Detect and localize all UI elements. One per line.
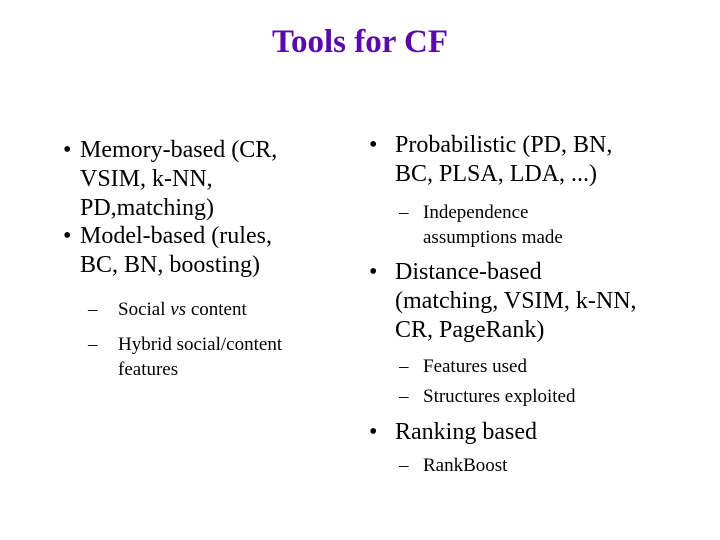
subbullet-text: Social vs content bbox=[118, 297, 247, 322]
text-segment: content bbox=[186, 299, 247, 320]
bullet-text: Ranking based bbox=[395, 418, 537, 447]
text-line: Distance-based bbox=[395, 259, 542, 285]
subbullet-text: Independence assumptions made bbox=[423, 200, 563, 250]
bullet-text: Model-based (rules, BC, BN, boosting) bbox=[80, 222, 272, 280]
subbullet-text: Structures exploited bbox=[423, 384, 576, 409]
dash-marker: – bbox=[399, 386, 409, 407]
subbullet-structures-exploited: – Structures exploited bbox=[399, 384, 576, 409]
text-line: assumptions made bbox=[423, 227, 563, 248]
subbullet-features-used: – Features used bbox=[399, 354, 527, 379]
text-segment: Social bbox=[118, 299, 171, 320]
subbullet-text: Features used bbox=[423, 354, 527, 379]
bullet-marker: • bbox=[63, 223, 72, 249]
bullet-marker: • bbox=[63, 137, 72, 163]
text-line: VSIM, k-NN, bbox=[80, 166, 213, 192]
bullet-probabilistic: • Probabilistic (PD, BN, BC, PLSA, LDA, … bbox=[369, 131, 612, 189]
text-line: BC, PLSA, LDA, ...) bbox=[395, 161, 598, 187]
text-line: Model-based (rules, bbox=[80, 223, 272, 249]
bullet-distance-based: • Distance-based (matching, VSIM, k-NN, … bbox=[369, 258, 637, 345]
text-line: Features used bbox=[423, 356, 527, 377]
text-line: Hybrid social/content bbox=[118, 334, 283, 355]
bullet-ranking-based: • Ranking based bbox=[369, 418, 537, 447]
text-line: Social vs content bbox=[118, 297, 247, 322]
dash-marker: – bbox=[399, 455, 409, 476]
bullet-text: Distance-based (matching, VSIM, k-NN, CR… bbox=[395, 258, 637, 345]
slide-title: Tools for CF bbox=[271, 24, 449, 60]
text-line: Structures exploited bbox=[423, 386, 576, 407]
bullet-text: Memory-based (CR, VSIM, k-NN, PD,matchin… bbox=[80, 136, 277, 223]
bullet-marker: • bbox=[369, 259, 378, 285]
dash-marker: – bbox=[88, 334, 98, 355]
bullet-marker: • bbox=[369, 132, 378, 158]
subbullet-text: RankBoost bbox=[423, 453, 507, 478]
subbullet-hybrid-features: – Hybrid social/content features bbox=[88, 332, 282, 382]
text-line: (matching, VSIM, k-NN, bbox=[395, 288, 637, 314]
text-line: features bbox=[118, 359, 179, 380]
dash-marker: – bbox=[88, 299, 98, 320]
bullet-memory-based: • Memory-based (CR, VSIM, k-NN, PD,match… bbox=[63, 136, 277, 223]
bullet-marker: • bbox=[369, 419, 378, 445]
text-line: BC, BN, boosting) bbox=[80, 252, 261, 278]
dash-marker: – bbox=[399, 356, 409, 377]
text-segment-italic: vs bbox=[170, 299, 187, 320]
subbullet-independence: – Independence assumptions made bbox=[399, 200, 563, 250]
text-line: CR, PageRank) bbox=[395, 317, 545, 343]
text-line: Memory-based (CR, bbox=[80, 137, 278, 163]
subbullet-social-vs-content: – Social vs content bbox=[88, 297, 247, 322]
text-line: Probabilistic (PD, BN, bbox=[395, 132, 613, 158]
subbullet-rankboost: – RankBoost bbox=[399, 453, 507, 478]
bullet-text: Probabilistic (PD, BN, BC, PLSA, LDA, ..… bbox=[395, 131, 612, 189]
text-line: PD,matching) bbox=[80, 195, 214, 221]
subbullet-text: Hybrid social/content features bbox=[118, 332, 282, 382]
bullet-model-based: • Model-based (rules, BC, BN, boosting) bbox=[63, 222, 272, 280]
dash-marker: – bbox=[399, 202, 409, 223]
text-line: RankBoost bbox=[423, 455, 508, 476]
text-line: Independence bbox=[423, 202, 529, 223]
text-line: Ranking based bbox=[395, 419, 537, 445]
